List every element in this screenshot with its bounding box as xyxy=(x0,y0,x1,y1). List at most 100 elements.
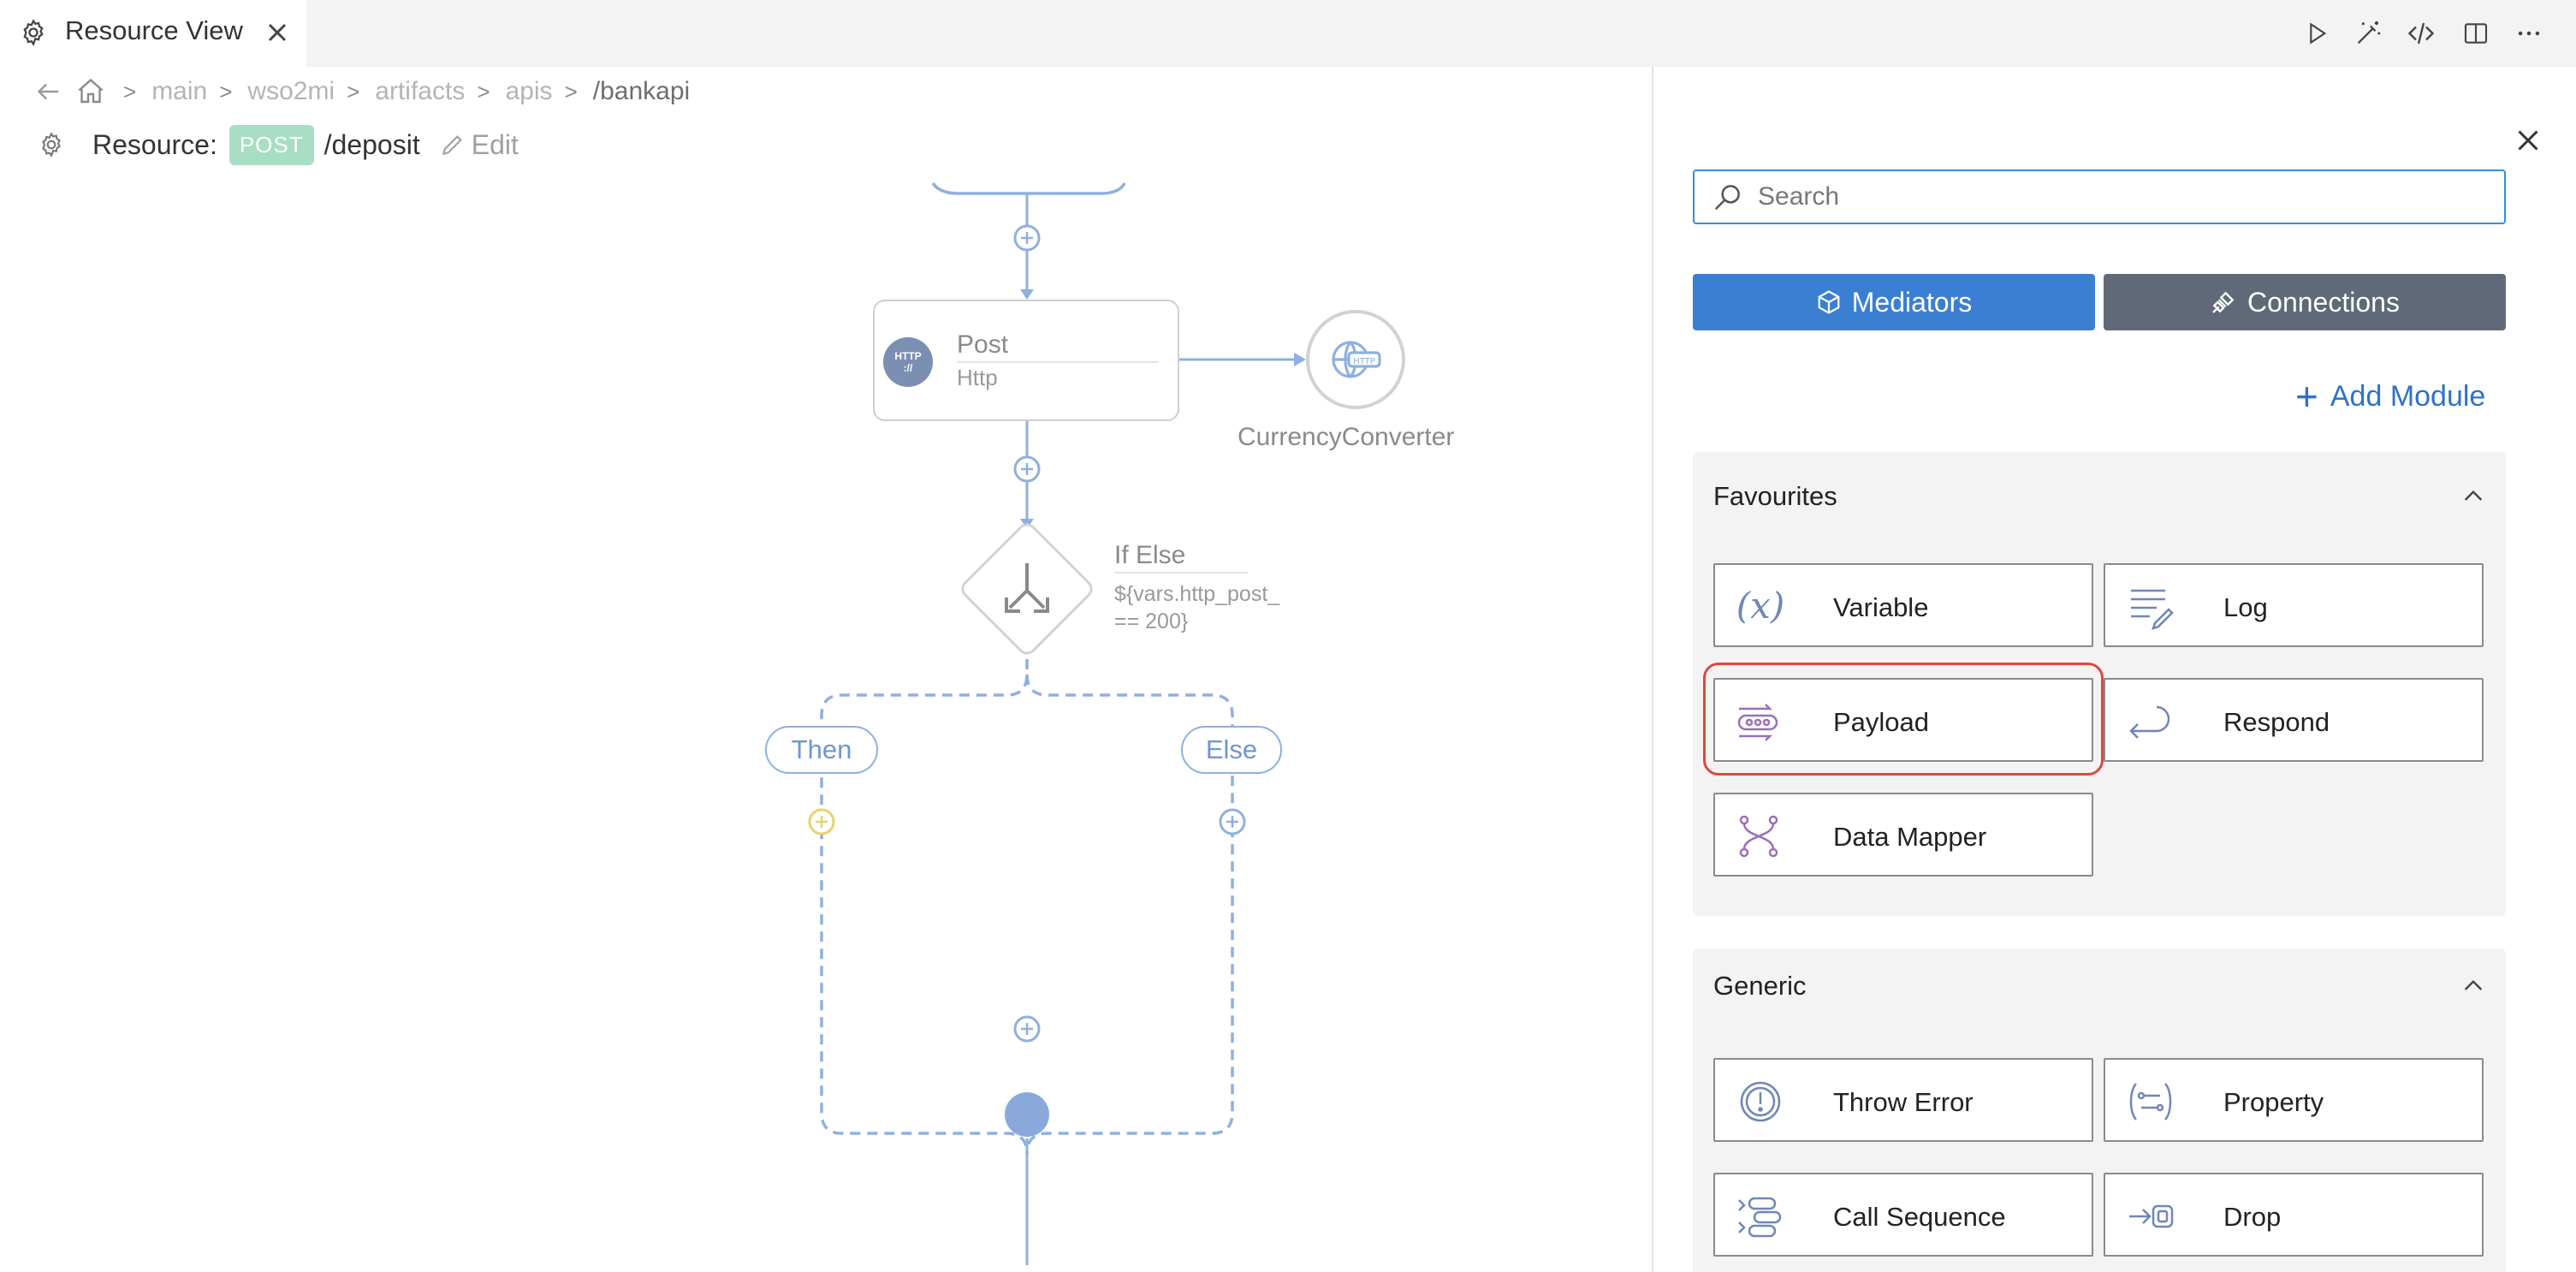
mediator-call-sequence[interactable]: Call Sequence xyxy=(1713,1173,2093,1257)
mediator-drop[interactable]: Drop xyxy=(2104,1173,2484,1257)
resource-header: Resource: POST /deposit Edit xyxy=(38,122,519,168)
payload-highlight xyxy=(1703,663,2104,776)
mediator-throw-error[interactable]: Throw Error xyxy=(1713,1058,2093,1142)
http-icon: HTTP :// xyxy=(883,337,933,387)
if-else-title: If Else xyxy=(1114,541,1186,569)
split-editor-button[interactable] xyxy=(2458,15,2494,51)
svg-text:(x): (x) xyxy=(1736,585,1784,627)
search-field[interactable] xyxy=(1693,169,2506,224)
payload-icon xyxy=(1737,704,1778,741)
cube-icon xyxy=(1818,290,1840,314)
connection-label: CurrencyConverter xyxy=(1238,423,1455,451)
mediator-label: Log xyxy=(2223,592,2268,622)
chevron-up-icon[interactable] xyxy=(2460,483,2487,510)
mediator-label: Drop xyxy=(2223,1202,2282,1232)
add-mediator-else-icon[interactable] xyxy=(1219,808,1246,835)
breadcrumb-main[interactable]: main xyxy=(151,77,208,105)
chevron-right-icon: > xyxy=(564,78,578,104)
breadcrumb-apis[interactable]: apis xyxy=(505,77,553,105)
http-badge-top: HTTP xyxy=(894,350,922,362)
mediator-label: Variable xyxy=(1833,592,1929,622)
play-icon xyxy=(2310,22,2327,45)
tab-resource-view[interactable]: Resource View xyxy=(0,0,306,67)
chevron-right-icon: > xyxy=(477,78,490,104)
chevron-right-icon: > xyxy=(219,78,233,104)
more-actions-button[interactable] xyxy=(2511,15,2547,51)
edit-label: Edit xyxy=(471,128,519,160)
http-connection-icon: HTTP xyxy=(1332,341,1381,378)
mediator-property[interactable]: Property xyxy=(2104,1058,2484,1142)
home-icon[interactable] xyxy=(75,76,106,107)
http-post-node[interactable]: HTTP :// Post Http xyxy=(873,300,1179,421)
if-else-condition-line2: == 200} xyxy=(1114,609,1189,633)
back-arrow-icon[interactable] xyxy=(34,77,63,106)
split-editor-icon xyxy=(2464,23,2488,44)
connection-node[interactable]: HTTP xyxy=(1306,310,1405,409)
search-input[interactable] xyxy=(1758,182,2494,211)
add-mediator-icon[interactable] xyxy=(1013,455,1041,483)
variable-icon: (x) xyxy=(1736,585,1784,627)
add-module-button[interactable]: + Add Module xyxy=(2295,377,2485,416)
drop-icon xyxy=(2129,1204,2174,1228)
tab-title: Resource View xyxy=(65,15,243,45)
close-icon[interactable] xyxy=(262,17,293,48)
diagram-canvas[interactable]: HTTP :// Post Http HTTP CurrencyConverte… xyxy=(0,171,1652,1272)
mediator-log[interactable]: Log xyxy=(2104,563,2484,647)
mediators-label: Mediators xyxy=(1851,286,1973,318)
http-badge-bottom: :// xyxy=(903,362,913,374)
then-branch-label[interactable]: Then xyxy=(765,726,878,774)
mediator-label: Data Mapper xyxy=(1833,822,1987,852)
source-view-button[interactable] xyxy=(2403,15,2439,51)
chevron-right-icon: > xyxy=(347,78,360,104)
connections-tab-button[interactable]: Connections xyxy=(2104,274,2506,330)
close-icon[interactable] xyxy=(2513,125,2543,156)
resource-label: Resource: xyxy=(92,128,217,160)
if-else-divider xyxy=(1114,572,1248,574)
breadcrumb-artifacts[interactable]: artifacts xyxy=(375,77,466,105)
add-mediator-icon[interactable] xyxy=(1013,1015,1041,1043)
mediator-variable[interactable]: (x) Variable xyxy=(1713,563,2093,647)
pencil-icon xyxy=(442,135,462,156)
call-sequence-icon xyxy=(1738,1197,1782,1238)
chevron-right-icon: > xyxy=(123,78,137,104)
chevron-up-icon[interactable] xyxy=(2460,972,2487,1000)
ellipsis-icon xyxy=(2518,31,2540,36)
add-mediator-then-icon[interactable] xyxy=(808,808,835,835)
node-subtitle: Http xyxy=(957,365,998,390)
mediator-respond[interactable]: Respond xyxy=(2104,678,2484,762)
breadcrumb-bankapi: /bankapi xyxy=(592,77,691,105)
node-divider xyxy=(957,361,1159,363)
resource-path: /deposit xyxy=(323,128,420,160)
mediator-data-mapper[interactable]: Data Mapper xyxy=(1713,793,2093,877)
plug-connection-icon xyxy=(2212,291,2235,313)
add-mediator-icon[interactable] xyxy=(1013,224,1041,252)
breadcrumb: > main > wso2mi > artifacts > apis > /ba… xyxy=(34,74,690,110)
mediator-label: Throw Error xyxy=(1833,1087,1974,1117)
http-method-badge: POST xyxy=(229,124,314,165)
code-icon xyxy=(2407,22,2435,45)
data-mapper-icon xyxy=(1739,815,1778,858)
editor-tab-bar: Resource View xyxy=(0,0,2576,67)
breadcrumb-wso2mi[interactable]: wso2mi xyxy=(247,77,335,105)
mediator-label: Call Sequence xyxy=(1833,1202,2006,1232)
else-branch-label[interactable]: Else xyxy=(1181,726,1282,774)
ai-assist-button[interactable] xyxy=(2350,15,2386,51)
mediator-payload[interactable]: Payload xyxy=(1713,678,2093,762)
search-icon xyxy=(1714,185,1740,211)
gear-icon xyxy=(23,19,44,46)
plus-icon: + xyxy=(2295,374,2318,419)
edit-resource-button[interactable]: Edit xyxy=(439,129,519,161)
section-title: Favourites xyxy=(1713,481,1837,511)
log-icon xyxy=(2131,589,2174,630)
error-icon xyxy=(1740,1081,1781,1122)
mediator-label: Respond xyxy=(2223,707,2330,737)
flow-lines xyxy=(820,181,1306,1265)
section-title: Generic xyxy=(1713,971,1807,1001)
property-icon xyxy=(2129,1083,2172,1120)
connections-label: Connections xyxy=(2247,286,2400,318)
mediator-label: Payload xyxy=(1833,707,1930,737)
svg-text:HTTP: HTTP xyxy=(1353,357,1375,366)
run-button[interactable] xyxy=(2299,15,2335,51)
mediators-tab-button[interactable]: Mediators xyxy=(1693,274,2095,330)
respond-icon xyxy=(2129,705,2170,739)
